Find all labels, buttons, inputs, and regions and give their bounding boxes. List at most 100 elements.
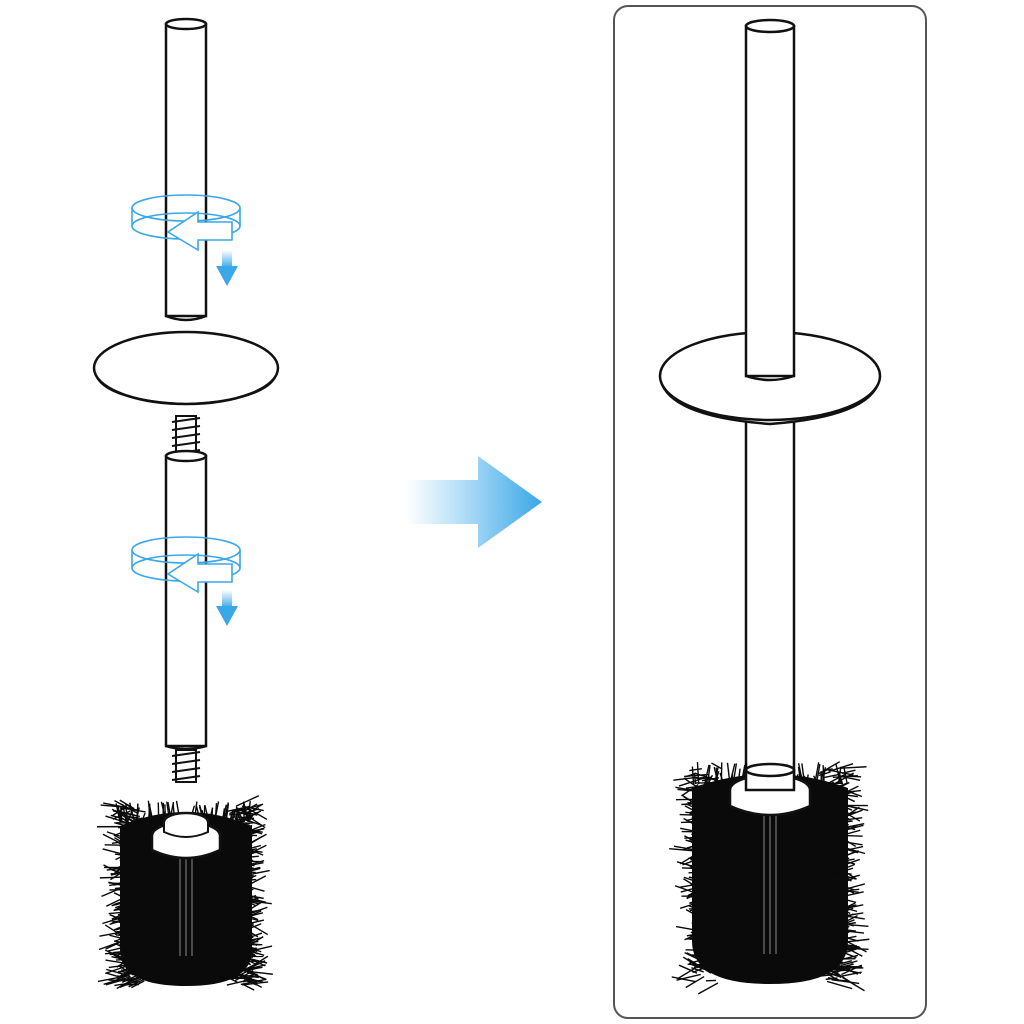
- bristle-fibre: [836, 828, 847, 834]
- bristle-fibre: [828, 907, 854, 918]
- bristle-fibre: [842, 938, 870, 944]
- bristle-fibre: [236, 835, 247, 838]
- bristle-fibre: [235, 795, 260, 807]
- bristle-fibre: [236, 808, 250, 812]
- bristle-fibre: [825, 892, 844, 897]
- bristle-fibre: [832, 915, 858, 929]
- bristle-fibre: [700, 908, 717, 917]
- bristle-fibre: [228, 923, 245, 936]
- bristle-fibre: [132, 957, 145, 964]
- bristle-fibre: [113, 899, 138, 911]
- bristle-fibre: [231, 933, 253, 940]
- bristle-fibre: [110, 952, 131, 967]
- exploded-view: [92, 17, 280, 991]
- bristle-fibre: [233, 876, 244, 880]
- bristle-fibre: [707, 809, 722, 817]
- bristle-fibre: [247, 957, 266, 967]
- bristle-fibre: [843, 838, 857, 848]
- bristle-fibre: [686, 952, 709, 965]
- bristle-fibre: [235, 845, 257, 854]
- bristle-fibre: [703, 948, 719, 955]
- right-arrow-icon: [406, 456, 542, 548]
- bristle-fibre: [126, 935, 145, 942]
- bristle-fibre: [238, 821, 250, 825]
- bristle-fibre: [694, 829, 716, 838]
- rotate-arrow-icon: [131, 536, 241, 594]
- bristle-fibre: [692, 883, 715, 892]
- bristle-fibre: [817, 854, 834, 862]
- bristle-fibre: [838, 785, 859, 797]
- bristle-fibre: [248, 901, 262, 911]
- bristle-fibre: [696, 939, 712, 943]
- bristle-fibre: [104, 949, 126, 960]
- bristle-fibre: [119, 909, 138, 917]
- bristle-fibre: [709, 924, 723, 933]
- bristle-fibre: [823, 893, 838, 900]
- bristle-fibre: [211, 807, 214, 823]
- bristle-fibre: [840, 823, 865, 829]
- bristle-fibre: [235, 870, 256, 874]
- bristle-fibre: [826, 826, 842, 832]
- bristle-fibre: [692, 826, 705, 834]
- bristle-fibre: [248, 831, 259, 836]
- bristle-fibre: [121, 961, 143, 973]
- bristle-fibre: [843, 904, 864, 910]
- bristle-fibre: [685, 975, 705, 989]
- bristle-fibre: [687, 957, 712, 974]
- bristle-fibre: [117, 940, 139, 946]
- bristle-fibre: [121, 826, 138, 835]
- bristle-fibre: [816, 865, 835, 874]
- bristle-fibre: [123, 966, 140, 976]
- assembled-brush-head: [669, 761, 870, 995]
- bristle-fibre: [688, 934, 714, 940]
- bristle-fibre: [825, 971, 840, 978]
- bristle-fibre: [822, 901, 838, 908]
- bristle-fibre: [816, 915, 830, 923]
- bristle-fibre: [841, 858, 861, 867]
- bristle-fibre: [119, 851, 143, 862]
- bristle-fibre: [834, 894, 846, 900]
- bristle-fibre: [239, 823, 266, 836]
- bristle-fibre: [120, 927, 143, 933]
- bristle-fibre: [679, 901, 700, 909]
- bristle-fibre: [840, 766, 867, 769]
- bristle-fibre: [823, 819, 839, 826]
- bristle-fibre: [834, 935, 857, 942]
- bristle-fibre: [843, 766, 848, 785]
- bristle-fibre: [835, 873, 852, 882]
- bristle-fibre: [133, 809, 146, 813]
- bristle-fibre: [232, 828, 244, 832]
- bristle-fibre: [235, 852, 255, 859]
- bristle-fibre: [233, 869, 245, 871]
- bristle-fibre: [842, 885, 855, 891]
- bristle-fibre: [825, 823, 849, 831]
- bristle-fibre: [115, 830, 127, 836]
- bristle-fibre: [828, 960, 844, 964]
- bristle-fibre: [835, 763, 842, 785]
- down-arrow-icon: [216, 590, 238, 626]
- bristle-fibre: [133, 874, 145, 880]
- bristle-fibre: [228, 891, 243, 902]
- bristle-fibre: [813, 775, 819, 785]
- top-handle-rod: [164, 17, 208, 322]
- bristle-fibre: [235, 934, 258, 947]
- bristle-fibre: [226, 859, 243, 863]
- bristle-fibre: [247, 808, 252, 823]
- bristle-fibre: [833, 868, 844, 876]
- bristle-fibre: [833, 967, 862, 974]
- bristle-fibre: [697, 982, 719, 995]
- bristle-fibre: [822, 761, 841, 772]
- bristle-fibre: [684, 772, 697, 778]
- bristle-fibre: [245, 966, 263, 972]
- bristle-fibre: [242, 801, 249, 823]
- bristle-fibre: [835, 792, 856, 803]
- bristle-fibre: [832, 850, 848, 856]
- bristle-fibre: [119, 874, 133, 878]
- bristle-fibre: [820, 781, 834, 791]
- bristle-fibre: [682, 956, 699, 968]
- bristle-fibre: [695, 887, 707, 894]
- bristle-fibre: [105, 978, 127, 986]
- bristle-fibre: [106, 972, 133, 982]
- bristle-fibre: [148, 804, 152, 823]
